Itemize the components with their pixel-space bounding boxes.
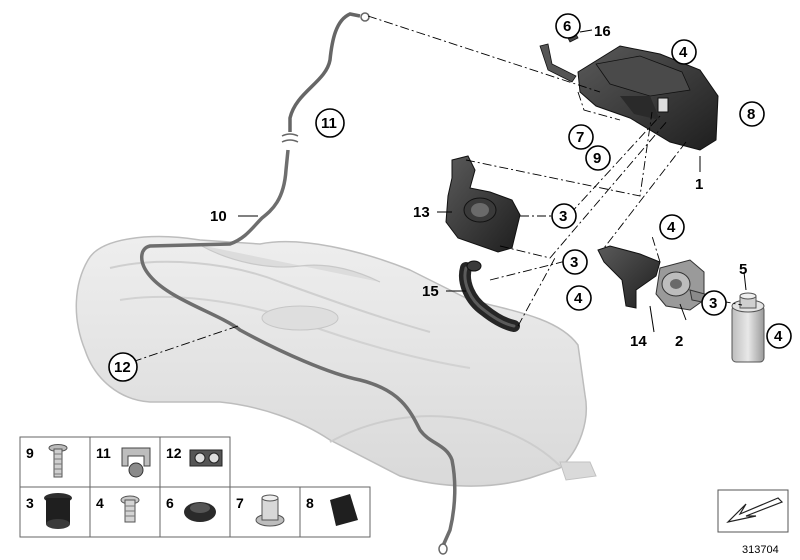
callout-4: 4 bbox=[574, 290, 583, 307]
callout-5: 5 bbox=[739, 261, 747, 278]
part-filter-5 bbox=[731, 292, 765, 363]
part-bracket-13 bbox=[445, 155, 521, 253]
callout-4: 4 bbox=[679, 44, 688, 61]
callout-3: 3 bbox=[559, 208, 567, 225]
diagram-number: 313704 bbox=[742, 544, 779, 556]
hose-clip-icon bbox=[121, 447, 151, 478]
callout-leads bbox=[238, 29, 747, 333]
callout-labels: 1 2 3 3 3 4 4 4 4 5 6 7 8 9 10 11 12 13 … bbox=[108, 13, 792, 382]
callout-3: 3 bbox=[709, 295, 717, 312]
grommet-icon bbox=[44, 493, 72, 529]
grommet-icon bbox=[184, 502, 216, 522]
callout-7: 7 bbox=[576, 129, 584, 146]
callout-10: 10 bbox=[210, 208, 227, 225]
callout-12: 12 bbox=[114, 359, 131, 376]
part-housing-1 bbox=[577, 45, 719, 151]
callout-16: 16 bbox=[594, 23, 611, 40]
rubber-pad-icon bbox=[330, 494, 358, 526]
part-pump-2 bbox=[655, 259, 713, 311]
callout-1: 1 bbox=[695, 176, 703, 193]
callout-6: 6 bbox=[563, 18, 571, 35]
screw-icon bbox=[48, 444, 68, 478]
part-bracket-6 bbox=[539, 43, 577, 83]
callout-2: 2 bbox=[675, 333, 683, 350]
callout-13: 13 bbox=[413, 204, 430, 221]
legend-label-7: 7 bbox=[236, 495, 244, 511]
legend-label-4: 4 bbox=[96, 495, 104, 511]
legend-label-6: 6 bbox=[166, 495, 174, 511]
callout-14: 14 bbox=[630, 333, 647, 350]
fuel-line bbox=[140, 12, 457, 555]
legend-label-9: 9 bbox=[26, 445, 34, 461]
arrow-down-left-icon bbox=[726, 497, 784, 524]
callout-3: 3 bbox=[570, 254, 578, 271]
part-hose-15 bbox=[459, 260, 520, 332]
callout-4: 4 bbox=[667, 219, 676, 236]
callout-15: 15 bbox=[422, 283, 439, 300]
parts-legend: 9 11 12 3 4 6 7 8 bbox=[19, 436, 371, 538]
legend-label-12: 12 bbox=[166, 445, 182, 461]
sleeve-icon bbox=[255, 494, 285, 527]
nav-arrow-box[interactable] bbox=[717, 489, 789, 533]
legend-label-3: 3 bbox=[26, 495, 34, 511]
callout-4: 4 bbox=[774, 328, 783, 345]
part-bracket-14 bbox=[597, 245, 661, 309]
legend-label-8: 8 bbox=[306, 495, 314, 511]
callout-8: 8 bbox=[747, 106, 755, 123]
callout-9: 9 bbox=[593, 150, 601, 167]
leader-lines bbox=[131, 15, 743, 363]
fuel-tank bbox=[75, 235, 597, 487]
callout-11: 11 bbox=[321, 115, 337, 132]
legend-label-11: 11 bbox=[96, 445, 111, 461]
bolt-icon bbox=[120, 495, 140, 523]
double-clip-icon bbox=[189, 449, 223, 467]
